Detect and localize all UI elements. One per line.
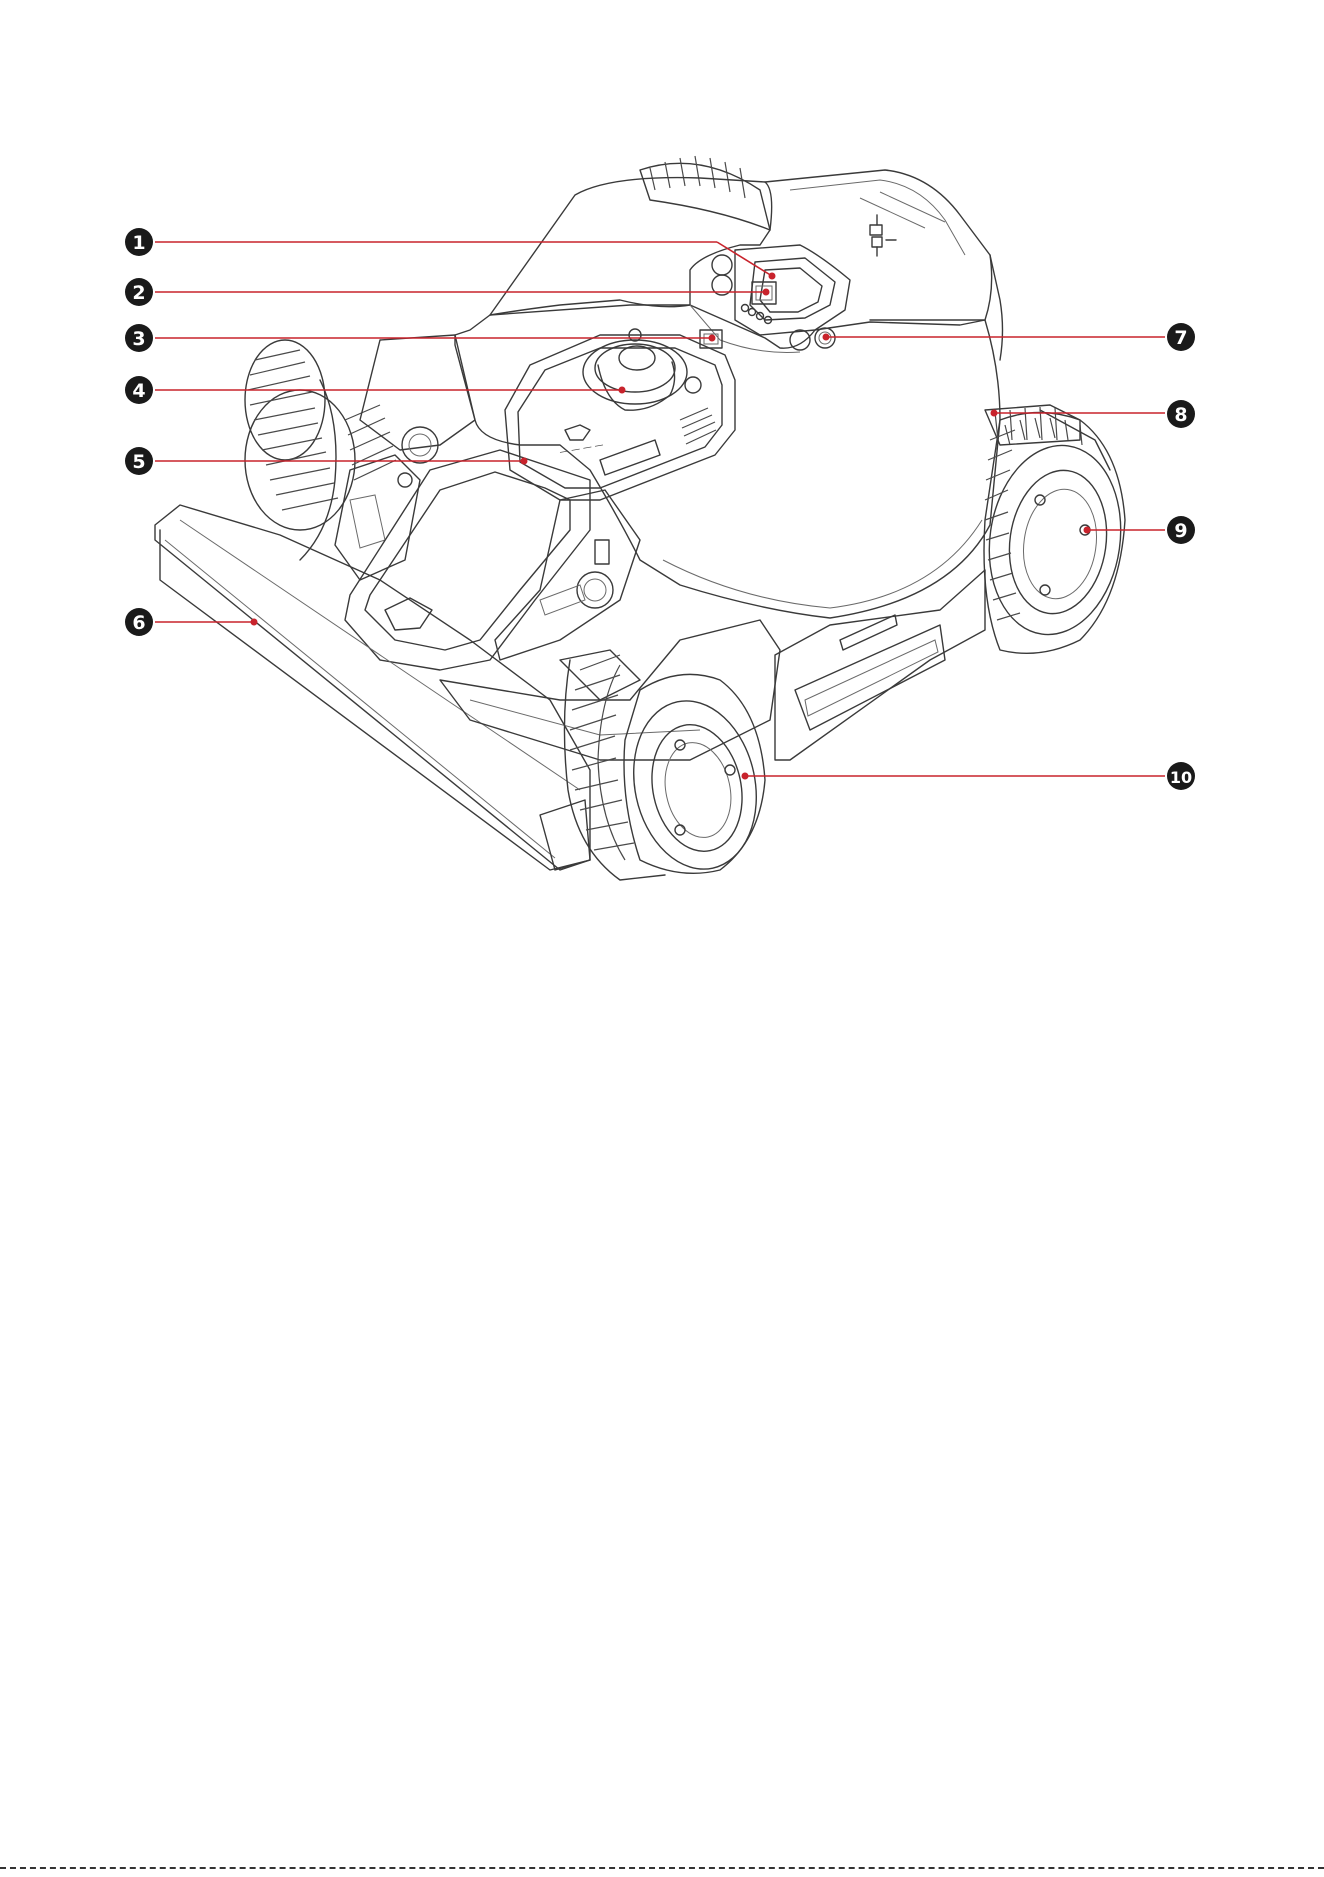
callout-9-number: 9 — [1174, 520, 1187, 542]
svg-text:— — — —: — — — — — [559, 440, 605, 458]
callout-2: 2 — [125, 278, 770, 306]
height-adjust-knob-housing — [505, 329, 735, 500]
page-bottom-rule — [0, 1867, 1324, 1869]
callout-8-number: 8 — [1174, 404, 1187, 426]
label-plate-marking — [860, 192, 945, 228]
gps-antenna-icon — [870, 215, 896, 256]
rear-top-cover — [490, 170, 992, 320]
camera-module — [712, 245, 850, 335]
front-cover — [345, 450, 590, 670]
callout-1: 1 — [125, 228, 776, 280]
callout-9: 9 — [1084, 516, 1196, 544]
charging-port-area — [495, 490, 640, 660]
front-right-wheel — [564, 655, 771, 881]
callout-4-number: 4 — [132, 380, 145, 402]
callout-6: 6 — [125, 608, 258, 636]
callout-5: 5 — [125, 447, 528, 475]
right-side-panel — [775, 570, 985, 760]
callout-4: 4 — [125, 376, 626, 404]
callout-3-number: 3 — [132, 328, 145, 350]
callout-10: 10 — [742, 762, 1196, 790]
callout-2-number: 2 — [132, 282, 145, 304]
callout-5-number: 5 — [132, 451, 145, 473]
callout-7: 7 — [823, 323, 1196, 351]
callout-1-number: 1 — [132, 232, 145, 254]
callout-6-number: 6 — [132, 612, 145, 634]
main-body-shell — [455, 255, 1003, 618]
rear-right-wheel — [977, 410, 1132, 653]
callout-7-number: 7 — [1174, 327, 1187, 349]
brand-logo-icon: — — — — — [559, 425, 605, 458]
undercarriage — [440, 620, 780, 760]
callout-10-number: 10 — [1170, 768, 1192, 787]
rear-left-wheel — [640, 156, 770, 230]
front-left-wheel — [245, 340, 396, 560]
